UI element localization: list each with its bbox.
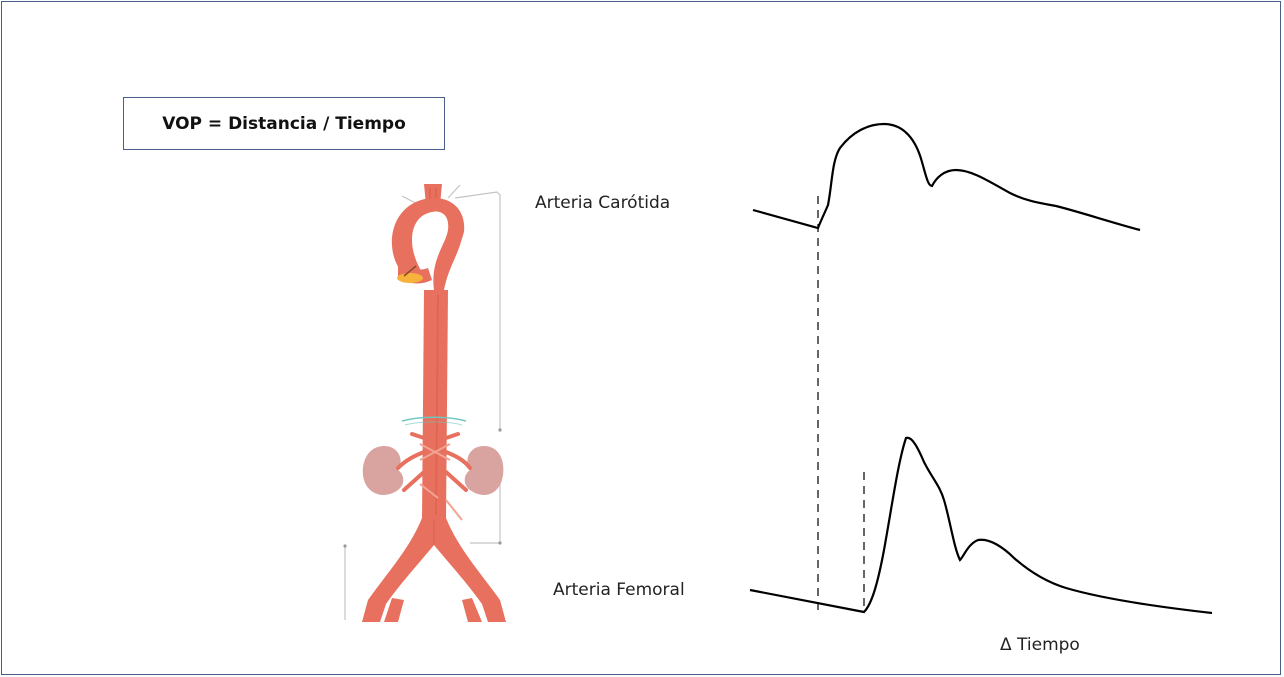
femoral-waveform [750, 438, 1212, 613]
timing-markers [818, 196, 864, 614]
delta-time-label: Δ Tiempo [1000, 635, 1080, 655]
femoral-label: Arteria Femoral [553, 580, 685, 600]
kidney-left [363, 446, 403, 495]
aorta-anatomy-illustration [343, 184, 506, 622]
carotid-waveform [753, 124, 1140, 230]
carotid-label: Arteria Carótida [535, 193, 670, 213]
kidney-right [465, 446, 504, 495]
